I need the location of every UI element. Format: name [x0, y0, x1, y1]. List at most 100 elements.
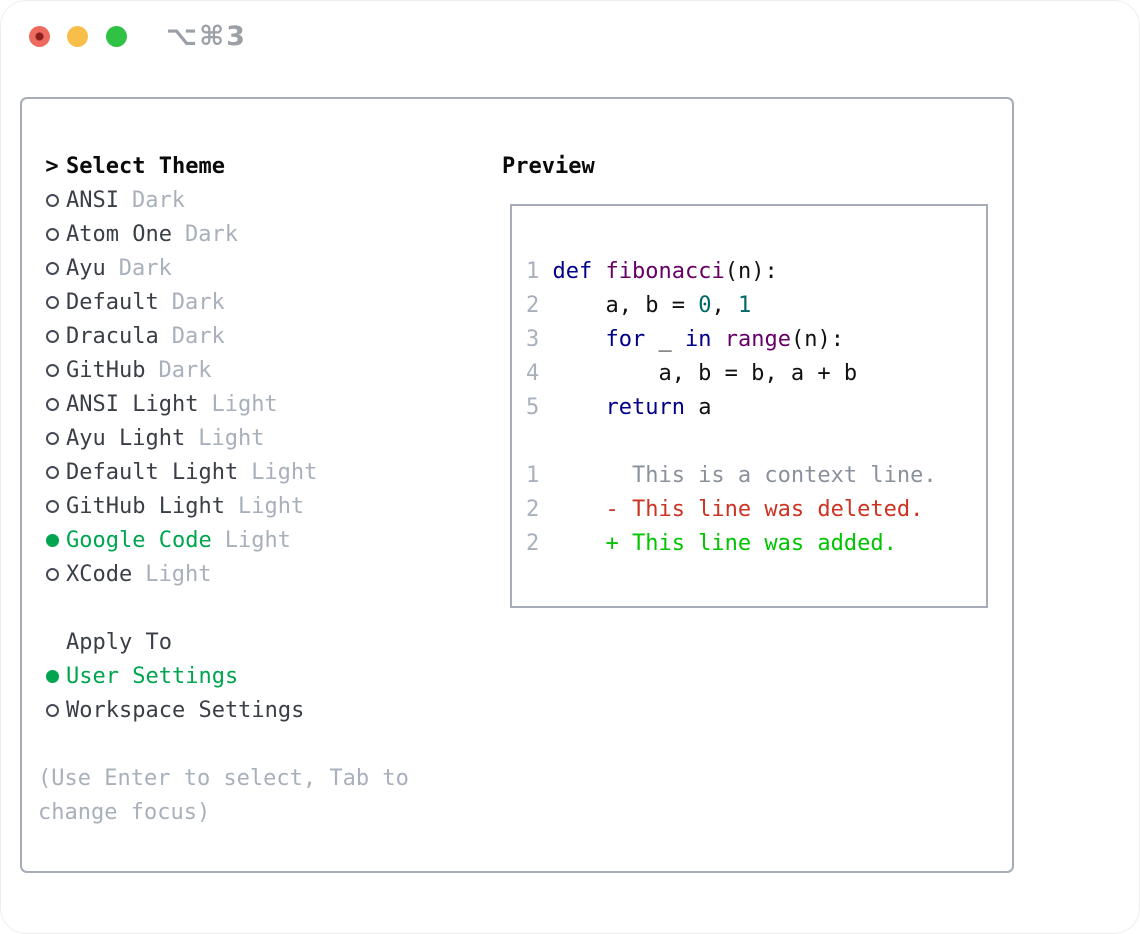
apply-to-label: Workspace Settings: [66, 697, 305, 723]
line-number: 4: [526, 360, 540, 386]
code-line: 2 a, b = 0, 1: [526, 288, 986, 322]
line-number: 5: [526, 394, 540, 420]
theme-item-label: Dracula: [66, 323, 159, 349]
radio-circle-icon: [45, 261, 59, 275]
code-token-plain: [592, 259, 605, 284]
theme-item-ansi-light-light[interactable]: ANSI Light Light: [38, 387, 498, 421]
code-line: [526, 424, 986, 458]
apply-to-workspace-settings[interactable]: Workspace Settings: [38, 693, 498, 727]
code-token-added: + This line was added.: [552, 530, 897, 556]
select-theme-title: Select Theme: [66, 153, 225, 179]
line-number: 3: [526, 326, 540, 352]
marker: [38, 363, 66, 377]
marker: [38, 295, 66, 309]
code-token-plain: [711, 327, 724, 352]
code-token-plain: ,: [711, 292, 738, 318]
code-token-literal: 0: [698, 292, 712, 318]
marker: [38, 703, 66, 717]
code-token-plain: a, b = b, a + b: [552, 360, 858, 386]
theme-variant-tag: Dark: [118, 255, 172, 281]
code-token-context: This is a context line.: [552, 462, 937, 488]
spacer: [38, 727, 498, 761]
code-token-plain: (n):: [790, 326, 844, 352]
code-token-typename: range: [724, 326, 791, 352]
marker: [38, 193, 66, 207]
marker: [38, 669, 66, 683]
radio-circle-icon: [45, 465, 59, 479]
select-theme-header-row: > Select Theme: [38, 149, 498, 183]
minimize-traffic-light-button[interactable]: [67, 26, 88, 47]
marker: [38, 329, 66, 343]
theme-item-label: ANSI: [66, 187, 119, 213]
radio-circle-icon: [45, 329, 59, 343]
theme-item-label: Ayu Light: [66, 425, 186, 451]
code-line: 1 This is a context line.: [526, 458, 986, 492]
code-token-plain: [552, 395, 605, 420]
keyboard-shortcut-label: ⌥⌘3: [166, 21, 247, 52]
theme-variant-tag: Light: [211, 391, 278, 417]
apply-to-user-settings[interactable]: User Settings: [38, 659, 498, 693]
line-number: 2: [526, 496, 540, 522]
titlebar: ⌥⌘3: [0, 0, 1140, 97]
line-number: 1: [526, 258, 540, 284]
code-line: 3 for _ in range(n):: [526, 322, 986, 356]
code-token-keyword: def: [552, 258, 593, 284]
line-number: 2: [526, 530, 540, 556]
theme-item-label: XCode: [66, 561, 133, 587]
help-text-line-2: change focus): [38, 799, 211, 825]
theme-item-label: Default: [66, 289, 159, 315]
theme-item-github-light-light[interactable]: GitHub Light Light: [38, 489, 498, 523]
marker: [38, 533, 66, 547]
code-token-keyword: for: [605, 326, 646, 352]
marker: [38, 465, 66, 479]
radio-circle-icon: [45, 295, 59, 309]
theme-item-label: Default Light: [66, 459, 239, 485]
theme-item-label: ANSI Light: [66, 391, 199, 417]
marker: [38, 431, 66, 445]
radio-circle-icon: [45, 227, 59, 241]
code-line: 2 + This line was added.: [526, 526, 986, 560]
theme-variant-tag: Dark: [184, 221, 238, 247]
code-token-plain: (n):: [724, 258, 778, 284]
close-traffic-light-button[interactable]: [29, 26, 50, 47]
marker: [38, 499, 66, 513]
radio-circle-icon: [45, 431, 59, 445]
radio-selected-icon: [45, 533, 59, 547]
prompt-caret-icon: >: [45, 153, 59, 179]
radio-circle-icon: [45, 703, 59, 717]
code-token-keyword: return: [605, 394, 685, 420]
maximize-traffic-light-button[interactable]: [106, 26, 127, 47]
code-token-deleted: - This line was deleted.: [552, 496, 924, 522]
code-token-plain: a, b =: [552, 292, 699, 318]
radio-circle-icon: [45, 397, 59, 411]
marker: [38, 261, 66, 275]
code-line: 5 return a: [526, 390, 986, 424]
preview-title: Preview: [502, 153, 595, 179]
theme-item-xcode-light[interactable]: XCode Light: [38, 557, 498, 591]
radio-circle-icon: [45, 499, 59, 513]
radio-circle-icon: [45, 193, 59, 207]
theme-variant-tag: Light: [145, 561, 212, 587]
theme-variant-tag: Dark: [158, 357, 212, 383]
theme-item-label: Google Code: [66, 527, 212, 553]
theme-item-label: GitHub Light: [66, 493, 225, 519]
code-token-keyword: in: [684, 326, 712, 352]
marker: [38, 397, 66, 411]
theme-variant-tag: Light: [237, 493, 305, 519]
apply-to-label: User Settings: [66, 663, 239, 689]
